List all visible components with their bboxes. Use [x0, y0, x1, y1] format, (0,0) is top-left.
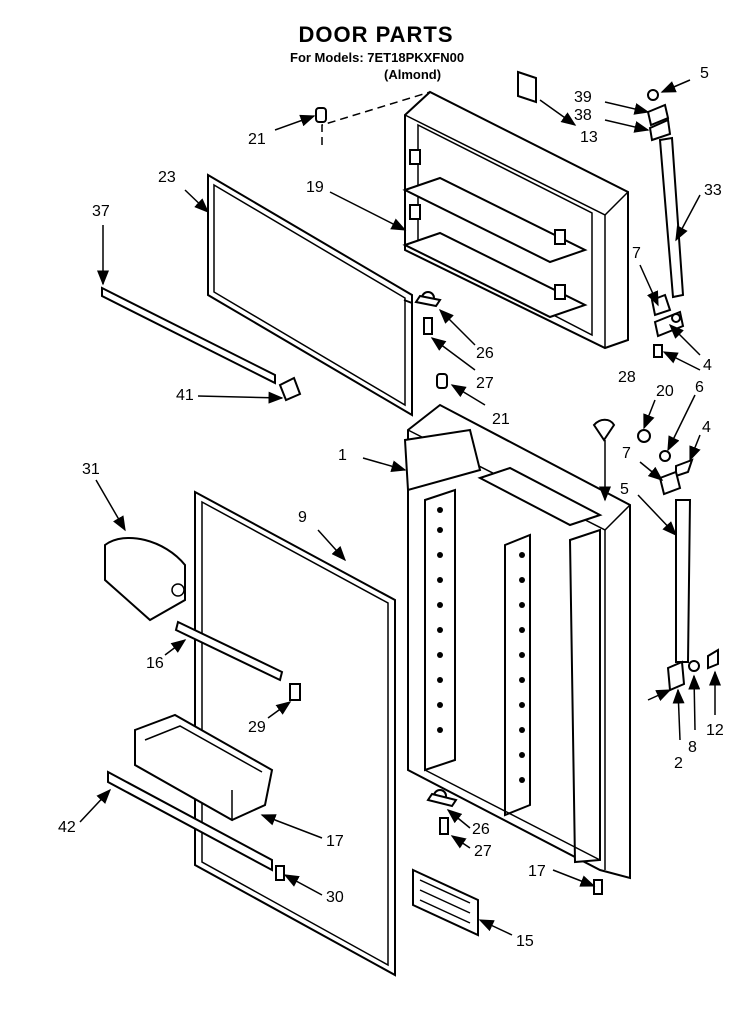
callout-26a: 26 — [476, 345, 494, 362]
callout-39: 39 — [574, 89, 592, 106]
callout-27a: 27 — [476, 375, 494, 392]
callout-16: 16 — [146, 655, 164, 672]
models-line: For Models: 7ET18PKXFN00 — [290, 50, 465, 65]
callout-31: 31 — [82, 461, 100, 478]
color-line: (Almond) — [384, 67, 442, 82]
fresh-food-gasket — [194, 490, 396, 977]
callout-17: 17 — [528, 863, 546, 880]
callout-37: 37 — [92, 203, 110, 220]
diagram-title: DOOR PARTS — [298, 22, 454, 47]
door-bin — [134, 713, 274, 822]
freezer-door-gasket — [207, 173, 413, 417]
screw-21-top — [315, 107, 327, 123]
callout-15: 15 — [516, 933, 534, 950]
callout-4a: 4 — [703, 357, 712, 374]
callout-labels: 5 39 38 13 21 23 19 33 37 7 26 4 27 28 4… — [58, 65, 724, 950]
callout-4b: 4 — [702, 419, 711, 436]
door-bin-trim — [107, 770, 273, 872]
trim-end-cap-29 — [289, 683, 301, 701]
top-hinge-assembly — [403, 70, 685, 358]
callout-30: 30 — [326, 889, 344, 906]
screw-21-bottom — [436, 373, 448, 389]
dairy-trim — [174, 620, 284, 682]
callout-2: 2 — [674, 755, 683, 772]
callout-27b: 27 — [474, 843, 492, 860]
callout-21a: 21 — [248, 131, 266, 148]
callout-23: 23 — [158, 169, 176, 186]
callout-29: 29 — [248, 719, 266, 736]
callout-leaders — [79, 79, 721, 936]
callout-26b: 26 — [472, 821, 490, 838]
callout-9: 9 — [298, 509, 307, 526]
callout-38: 38 — [574, 107, 592, 124]
dairy-door-cover — [104, 536, 186, 622]
freezer-door-liner — [402, 90, 629, 350]
callout-6a: 5 — [700, 65, 709, 82]
callout-21b: 21 — [492, 411, 510, 428]
callout-6b: 6 — [695, 379, 704, 396]
bottom-cover — [412, 868, 479, 937]
callout-41: 41 — [176, 387, 194, 404]
fresh-food-door-liner — [403, 403, 631, 880]
callout-18: 17 — [326, 833, 344, 850]
callout-33: 33 — [704, 182, 722, 199]
callout-1: 1 — [338, 447, 347, 464]
callout-7a: 7 — [632, 245, 641, 262]
callout-5: 5 — [620, 481, 629, 498]
callout-19: 19 — [306, 179, 324, 196]
callout-20: 20 — [656, 383, 674, 400]
trim-end-cap-30 — [275, 865, 285, 881]
bottom-hinge-assembly — [426, 418, 719, 895]
callout-8: 8 — [688, 739, 697, 756]
callout-28: 28 — [618, 369, 636, 386]
door-shelf-studs — [437, 507, 525, 783]
callout-12: 12 — [706, 722, 724, 739]
freezer-trim — [101, 286, 302, 402]
callout-7b: 7 — [622, 445, 631, 462]
leader-21-top — [321, 91, 431, 145]
callout-13: 13 — [580, 129, 598, 146]
callout-42: 42 — [58, 819, 76, 836]
